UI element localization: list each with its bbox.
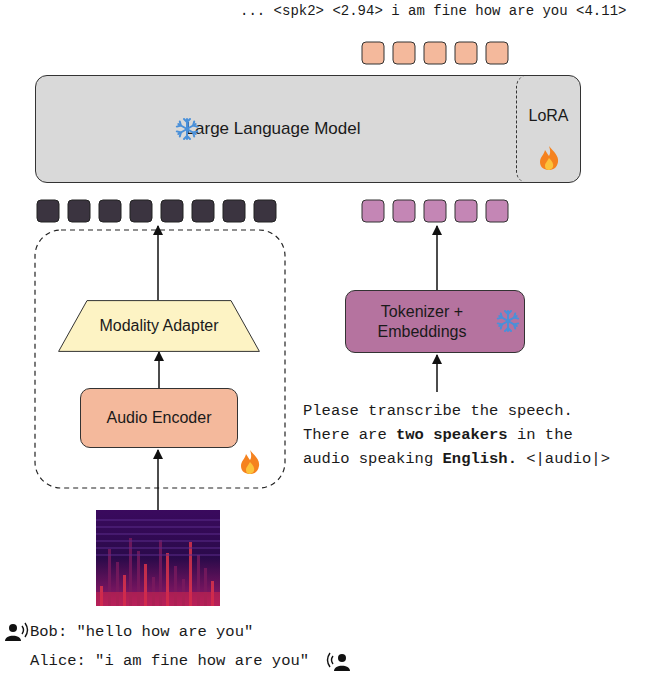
frozen-icon (177, 119, 197, 139)
adapter-trapezoid: Modality Adapter (58, 300, 260, 352)
prompt-to-tokenizer-arrow (436, 355, 438, 392)
trainable-icon (540, 146, 558, 170)
trainable-icon (241, 450, 259, 474)
text-label: There are (303, 426, 387, 444)
audio-tokens (37, 200, 276, 222)
output-tokens (362, 42, 508, 64)
encoder-group (35, 230, 285, 488)
text-label: ... <spk2> <2.94> i am fine how are you … (240, 3, 626, 19)
speaker-icon (5, 623, 28, 641)
text-label: <|audio|> (526, 450, 610, 468)
speaker-icon (328, 653, 351, 671)
node-label: Audio Encoder (107, 408, 212, 428)
text-label: Alice: "i am fine how are you" (30, 652, 309, 670)
text-tokens (362, 200, 508, 222)
text-label: Bob: "hello how are you" (30, 623, 253, 641)
lora-box: LoRA (516, 75, 580, 183)
text-label: in the (517, 426, 573, 444)
flow-arrow (158, 352, 160, 388)
text-label: Please transcribe the speech. (303, 402, 573, 420)
node-label: Modality Adapter (71, 316, 246, 336)
adapter-to-tokens-arrow (157, 226, 159, 300)
tokenizer-to-tokens-arrow (436, 226, 438, 290)
encoder-box: Audio Encoder (80, 388, 238, 448)
text-label: English. (443, 450, 517, 468)
spectrogram-to-encoder-arrow (157, 450, 159, 510)
node-label: Tokenizer + Embeddings (354, 302, 490, 342)
node-label: LoRA (528, 106, 568, 126)
node-label: Large Language Model (186, 118, 361, 139)
spectrogram (96, 510, 220, 606)
text-label: audio speaking (303, 450, 433, 468)
tokenizer-box: Tokenizer + Embeddings (345, 290, 525, 353)
frozen-icon (498, 311, 518, 331)
llm-box: Large Language Model LoRA (35, 75, 581, 183)
text-label: two speakers (396, 426, 508, 444)
prompt-text: Please transcribe the speech. There are tw… (303, 399, 610, 471)
